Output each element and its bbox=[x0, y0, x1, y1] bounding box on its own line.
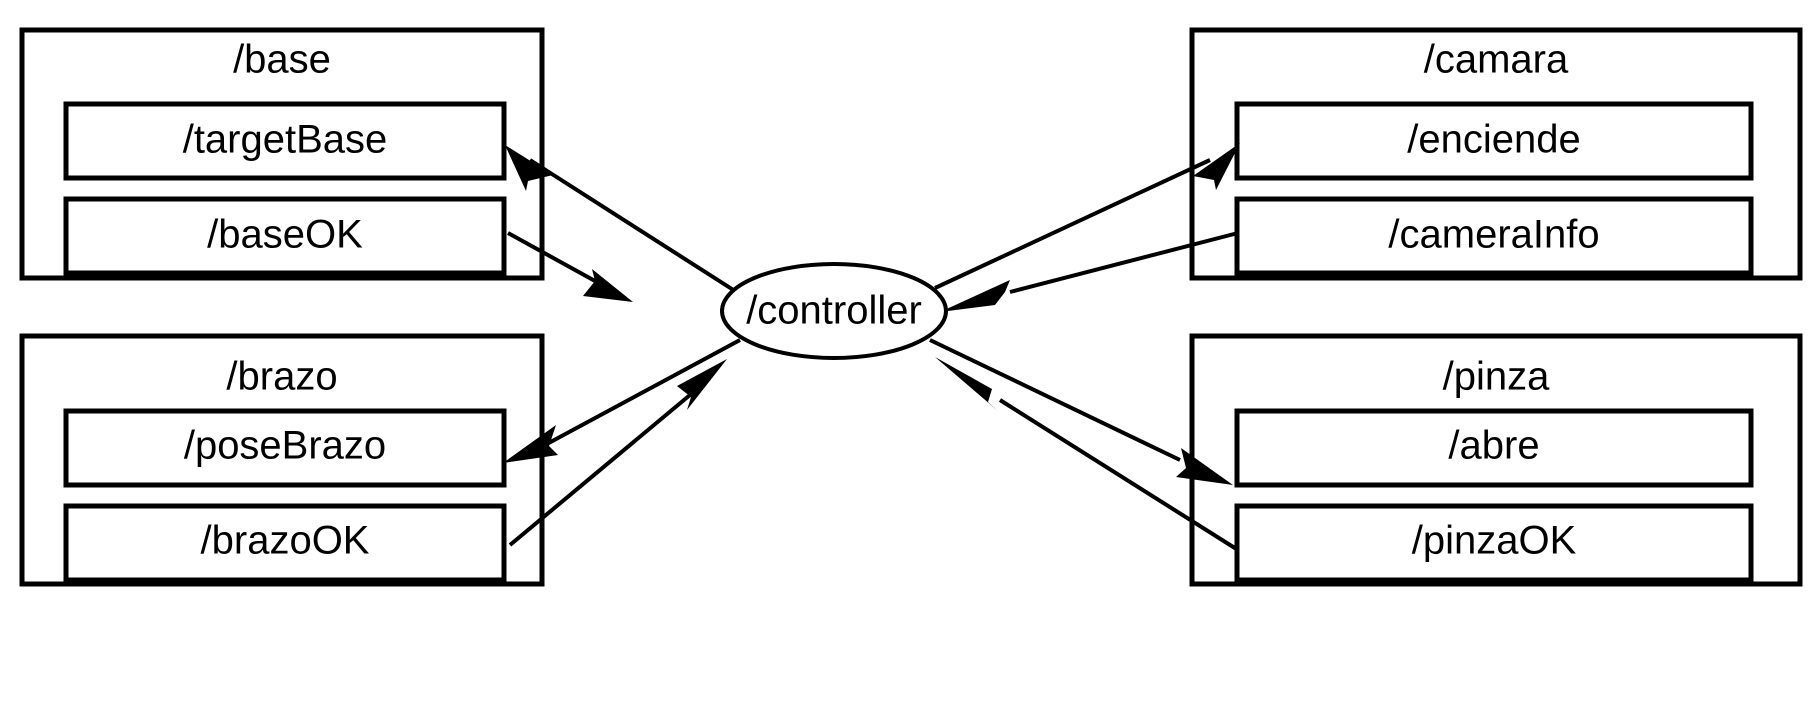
topic-brazoOK[interactable]: /brazoOK bbox=[63, 503, 507, 583]
topic-brazoOK-label: /brazoOK bbox=[201, 519, 370, 563]
edge-controller-to-enciende-arrowhead bbox=[1193, 143, 1240, 190]
topic-cameraInfo-label: /cameraInfo bbox=[1388, 213, 1599, 257]
edge-baseOK-to-controller-arrowhead bbox=[583, 269, 633, 302]
topic-enciende-border bbox=[1234, 101, 1754, 181]
group-pinza-title: /pinza bbox=[1443, 355, 1550, 399]
node-controller[interactable]: /controller bbox=[720, 262, 948, 360]
edge-controller-to-targetBase[interactable] bbox=[505, 145, 737, 293]
edge-brazoOK-to-controller-line bbox=[508, 393, 692, 547]
topic-pinzaOK-label: /pinzaOK bbox=[1412, 519, 1577, 563]
edge-brazoOK-to-controller[interactable] bbox=[508, 359, 727, 547]
topic-baseOK-border bbox=[63, 196, 507, 276]
edge-baseOK-to-controller[interactable] bbox=[507, 231, 633, 302]
topic-abre-label: /abre bbox=[1448, 424, 1539, 468]
group-camara-title: /camara bbox=[1424, 38, 1569, 82]
edge-controller-to-abre-line bbox=[929, 338, 1181, 462]
topic-targetBase-label: /targetBase bbox=[183, 118, 388, 162]
edge-controller-to-abre-arrowhead bbox=[1176, 448, 1233, 485]
topic-targetBase[interactable]: /targetBase bbox=[63, 101, 507, 181]
edge-controller-to-enciende[interactable] bbox=[934, 143, 1240, 290]
edge-controller-to-enciende-line bbox=[934, 158, 1211, 290]
edge-pinzaOK-to-controller[interactable] bbox=[935, 357, 1240, 552]
edge-pinzaOK-to-controller-arrowhead bbox=[935, 357, 998, 411]
group-base-title: /base bbox=[233, 38, 331, 82]
group-base[interactable]: /base /targetBase /baseOK bbox=[19, 27, 545, 281]
topic-abre-border bbox=[1234, 408, 1754, 488]
topic-baseOK-label: /baseOK bbox=[207, 213, 363, 257]
edge-controller-to-poseBrazo[interactable] bbox=[503, 338, 741, 463]
edge-pinzaOK-to-controller-line bbox=[998, 398, 1240, 552]
edge-controller-to-targetBase-arrowhead bbox=[505, 145, 553, 191]
topic-poseBrazo-border bbox=[63, 408, 507, 488]
group-camara[interactable]: /camara /enciende /cameraInfo bbox=[1189, 27, 1803, 281]
edge-cameraInfo-to-controller-line bbox=[1009, 231, 1239, 294]
edge-controller-to-targetBase-line bbox=[528, 158, 737, 293]
edge-brazoOK-to-controller-arrowhead bbox=[677, 359, 727, 410]
topic-poseBrazo[interactable]: /poseBrazo bbox=[63, 408, 507, 488]
topic-targetBase-border bbox=[63, 101, 507, 181]
group-brazo[interactable]: /brazo /poseBrazo /brazoOK bbox=[19, 333, 545, 587]
edge-cameraInfo-to-controller-arrowhead bbox=[940, 280, 1010, 312]
topic-pinzaOK-border bbox=[1234, 503, 1754, 583]
topic-enciende-label: /enciende bbox=[1407, 118, 1580, 162]
topic-enciende[interactable]: /enciende bbox=[1234, 101, 1754, 181]
topic-poseBrazo-label: /poseBrazo bbox=[184, 424, 386, 468]
topic-baseOK[interactable]: /baseOK bbox=[63, 196, 507, 276]
edge-controller-to-poseBrazo-line bbox=[544, 338, 741, 447]
edge-controller-to-poseBrazo-arrowhead bbox=[503, 425, 558, 463]
edge-controller-to-abre[interactable] bbox=[929, 338, 1233, 485]
edge-cameraInfo-to-controller[interactable] bbox=[940, 231, 1239, 312]
topic-cameraInfo[interactable]: /cameraInfo bbox=[1234, 196, 1754, 276]
node-controller-label: /controller bbox=[746, 289, 922, 333]
topic-brazoOK-border bbox=[63, 503, 507, 583]
topic-pinzaOK[interactable]: /pinzaOK bbox=[1234, 503, 1754, 583]
edge-baseOK-to-controller-line bbox=[507, 231, 596, 283]
topic-cameraInfo-border bbox=[1234, 196, 1754, 276]
topic-abre[interactable]: /abre bbox=[1234, 408, 1754, 488]
node-controller-ellipse bbox=[720, 262, 948, 360]
group-brazo-title: /brazo bbox=[226, 355, 337, 399]
group-pinza[interactable]: /pinza /abre /pinzaOK bbox=[1189, 333, 1803, 587]
